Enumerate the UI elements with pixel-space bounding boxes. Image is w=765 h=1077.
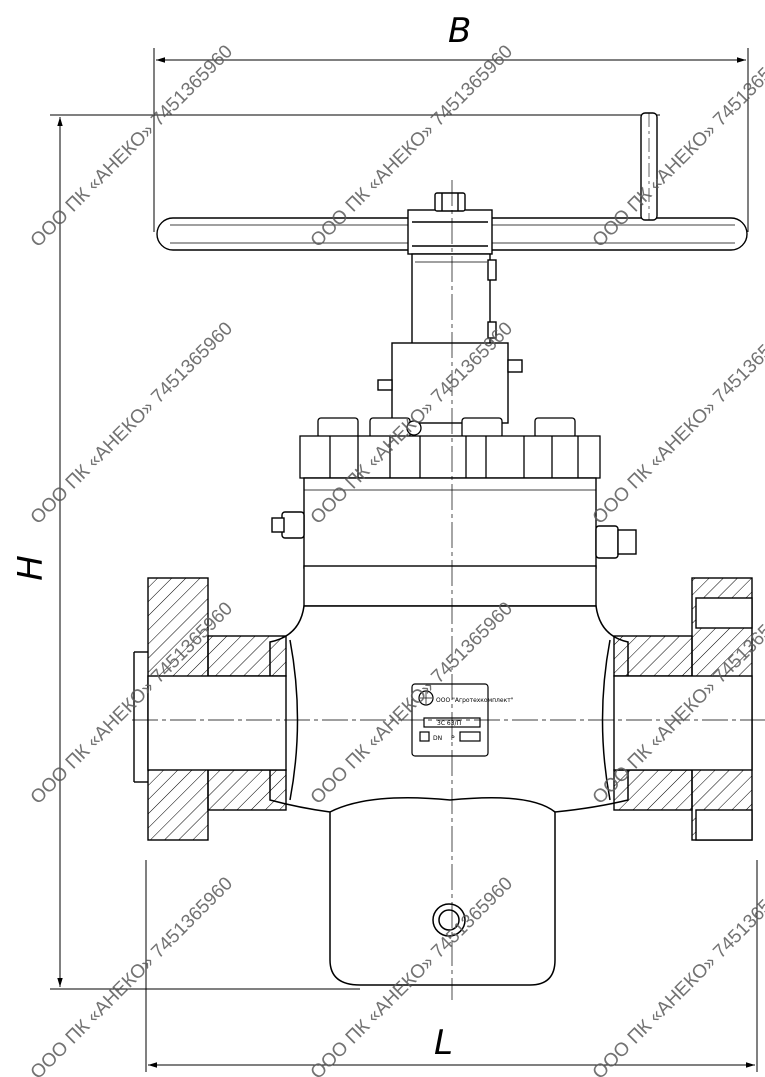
watermark-4: ООО ПК «АНЕКО» 7451365960 (27, 318, 237, 528)
dimension-b-label: B (448, 11, 471, 51)
dimension-l (145, 860, 758, 1072)
watermark-6: ООО ПК «АНЕКО» 7451365960 (589, 318, 765, 528)
center-lines (132, 180, 765, 1000)
right-flange (613, 577, 753, 841)
dimension-l-label: L (434, 1023, 453, 1063)
nameplate-pn: P (451, 735, 455, 742)
nameplate-model: 3С 63/П (437, 720, 461, 727)
watermark-10: ООО ПК «АНЕКО» 7451365960 (27, 873, 237, 1077)
nameplate-brand: ООО "Агротехкомплект" (436, 697, 514, 704)
watermark-12: ООО ПК «АНЕКО» 7451365960 (589, 873, 765, 1077)
dimension-b (153, 48, 749, 232)
left-flange (133, 577, 287, 841)
bonnet (271, 477, 637, 607)
bonnet-bolts (299, 417, 601, 479)
nameplate-dn: DN (433, 735, 442, 742)
stem-housing (377, 253, 523, 424)
dimension-h-label: H (11, 555, 51, 581)
dimension-h (50, 114, 660, 990)
